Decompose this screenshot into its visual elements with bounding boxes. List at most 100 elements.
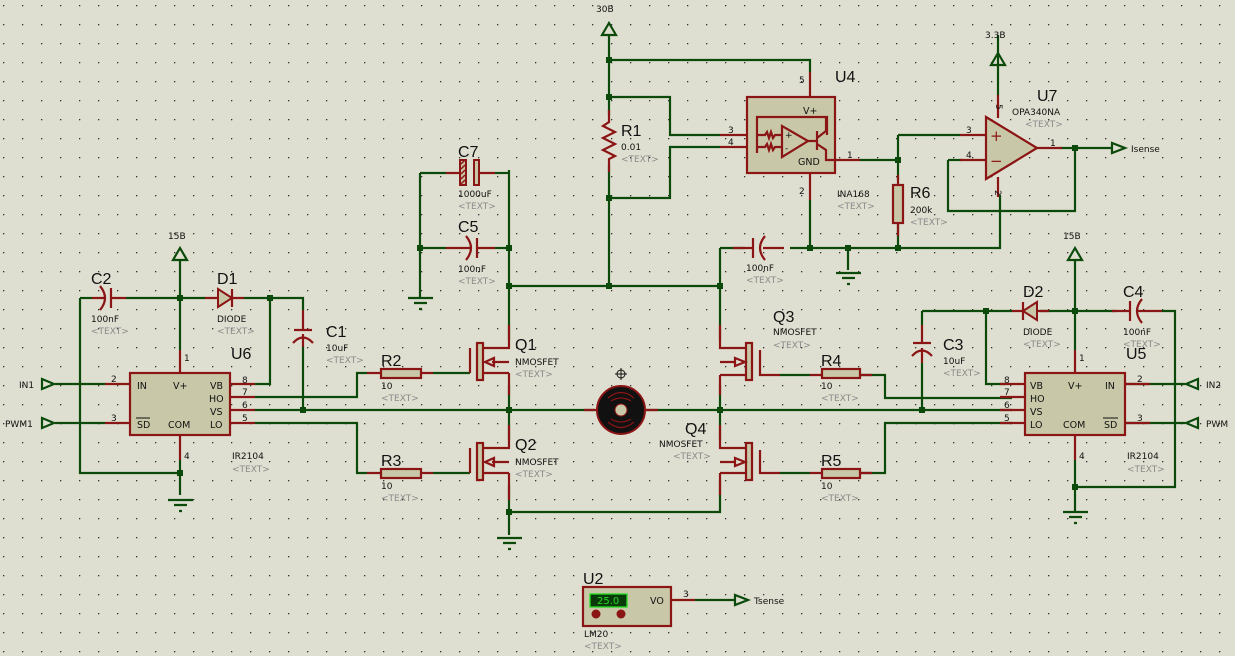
component-c4[interactable]: C4 100nF <TEXT> bbox=[1112, 284, 1162, 350]
terminal-pwm1-label: PWM1 bbox=[5, 420, 33, 430]
terminal-pwm[interactable]: PWM bbox=[1183, 416, 1228, 430]
component-u7[interactable]: + − U7 OPA340NA <TEXT> 1 2 3 4 5 bbox=[960, 88, 1063, 197]
u6-text-placeholder: <TEXT> bbox=[232, 465, 270, 475]
terminal-isense[interactable]: Isense bbox=[1110, 141, 1160, 155]
u4-pin-number: 2 bbox=[799, 187, 805, 197]
u5-text-placeholder: <TEXT> bbox=[1127, 465, 1165, 475]
terminal-tsense[interactable]: Tsense bbox=[733, 593, 785, 607]
u4-plus: + bbox=[785, 131, 793, 141]
c7-ref: C7 bbox=[458, 144, 479, 161]
u6-ref: U6 bbox=[231, 346, 252, 363]
component-c5[interactable]: C5 100nF <TEXT> bbox=[446, 219, 496, 287]
c5-ref: C5 bbox=[458, 219, 479, 236]
u7-plus: + bbox=[990, 127, 1003, 145]
u4-pin-number: 1 bbox=[847, 151, 853, 161]
component-c2[interactable]: C2 100nF <TEXT> bbox=[91, 271, 129, 337]
component-r6[interactable]: R6 200k <TEXT> bbox=[891, 175, 948, 236]
component-q4[interactable]: Q4 NMOSFET <TEXT> bbox=[659, 421, 780, 495]
r3-ref: R3 bbox=[381, 453, 402, 470]
u4-pin-gnd: GND bbox=[798, 157, 820, 168]
u4-pin-vplus: V+ bbox=[803, 106, 817, 117]
u5-pin-ho: HO bbox=[1030, 394, 1045, 405]
u6-pin-in: IN bbox=[137, 381, 147, 392]
component-u4[interactable]: + - U4 V+ GND 1 2 3 4 5 INA168 <TEXT> bbox=[720, 69, 875, 212]
u4-text-placeholder: <TEXT> bbox=[837, 202, 875, 212]
u7-ref: U7 bbox=[1037, 88, 1058, 105]
u4-pin-number: 3 bbox=[728, 126, 734, 136]
component-d1[interactable]: D1 DIODE <TEXT> bbox=[205, 271, 255, 337]
u4-pin-number: 5 bbox=[799, 76, 805, 86]
terminal-in2[interactable]: IN2 bbox=[1183, 377, 1221, 391]
u5-value: IR2104 bbox=[1127, 452, 1159, 462]
r6-text-placeholder: <TEXT> bbox=[910, 218, 948, 228]
r6-ref: R6 bbox=[910, 185, 931, 202]
component-q1[interactable]: Q1 NMOSFET <TEXT> bbox=[468, 325, 559, 395]
d2-ref: D2 bbox=[1023, 284, 1044, 301]
u5-pin-number: 7 bbox=[1004, 388, 1010, 398]
component-r1[interactable]: R1 0.01 <TEXT> bbox=[600, 110, 659, 172]
component-u6[interactable]: U6 IN V+ VB HO VS SD COM LO 1 2 3 4 5 6 … bbox=[105, 346, 270, 475]
c3-ref: C3 bbox=[943, 337, 964, 354]
d2-value: DIODE bbox=[1023, 328, 1053, 338]
u4-minus: - bbox=[785, 144, 788, 154]
u7-pin-number: 2 bbox=[992, 190, 1002, 196]
u2-value: LM20 bbox=[584, 630, 609, 640]
d2-text-placeholder: <TEXT> bbox=[1023, 340, 1061, 350]
component-c7[interactable]: C7 1000uF <TEXT> bbox=[446, 144, 496, 212]
u7-pin-number: 3 bbox=[966, 126, 972, 136]
u5-pin-number: 5 bbox=[1004, 414, 1010, 424]
component-c1[interactable]: C1 10uF <TEXT> bbox=[292, 310, 364, 366]
power-15v-left: 15В bbox=[168, 232, 189, 262]
component-r3[interactable]: R3 10 <TEXT> bbox=[367, 453, 433, 504]
c1-ref: C1 bbox=[326, 324, 347, 341]
c5-text-placeholder: <TEXT> bbox=[458, 277, 496, 287]
terminal-isense-label: Isense bbox=[1131, 145, 1160, 155]
q3-value: NMOSFET bbox=[773, 328, 817, 338]
c1-value: 10uF bbox=[326, 344, 348, 354]
component-u2[interactable]: 25.0 VO 3 U2 LM20 <TEXT> bbox=[581, 571, 695, 652]
component-d2[interactable]: D2 DIODE <TEXT> bbox=[1012, 284, 1061, 350]
u5-pin-number: 2 bbox=[1137, 375, 1143, 385]
u5-pin-sd: SD bbox=[1104, 420, 1117, 431]
u7-text-placeholder: <TEXT> bbox=[1025, 120, 1063, 130]
c-ina-text-placeholder: <TEXT> bbox=[746, 276, 784, 286]
u6-pin-vb: VB bbox=[210, 381, 223, 392]
component-q2[interactable]: Q2 NMOSFET <TEXT> bbox=[468, 425, 559, 500]
terminal-tsense-label: Tsense bbox=[753, 597, 785, 607]
c4-text-placeholder: <TEXT> bbox=[1123, 340, 1161, 350]
component-c-ina[interactable]: 100nF <TEXT> bbox=[733, 235, 784, 286]
c2-text-placeholder: <TEXT> bbox=[91, 327, 129, 337]
component-c3[interactable]: C3 10uF <TEXT> bbox=[911, 325, 981, 379]
q2-text-placeholder: <TEXT> bbox=[515, 470, 553, 480]
u7-pin-number: 5 bbox=[993, 104, 1003, 110]
c1-text-placeholder: <TEXT> bbox=[326, 356, 364, 366]
u5-pin-com: COM bbox=[1063, 420, 1085, 431]
component-r4[interactable]: R4 10 <TEXT> bbox=[810, 353, 872, 404]
c7-value: 1000uF bbox=[458, 190, 492, 200]
u6-pin-number: 7 bbox=[242, 388, 248, 398]
u4-value: INA168 bbox=[837, 190, 870, 200]
terminal-pwm1[interactable]: PWM1 bbox=[5, 416, 57, 430]
terminal-pwm-label: PWM bbox=[1206, 420, 1228, 430]
u5-pin-number: 8 bbox=[1004, 376, 1010, 386]
c2-value: 100nF bbox=[91, 315, 119, 325]
component-r5[interactable]: R5 10 <TEXT> bbox=[810, 453, 872, 504]
q2-ref: Q2 bbox=[515, 437, 536, 454]
r5-text-placeholder: <TEXT> bbox=[821, 494, 859, 504]
component-r2[interactable]: R2 10 <TEXT> bbox=[367, 353, 433, 404]
r5-value: 10 bbox=[821, 482, 833, 492]
r2-value: 10 bbox=[381, 382, 393, 392]
r4-text-placeholder: <TEXT> bbox=[821, 394, 859, 404]
c5-value: 100nF bbox=[458, 265, 486, 275]
q4-ref: Q4 bbox=[685, 421, 706, 438]
r2-ref: R2 bbox=[381, 353, 402, 370]
component-u5[interactable]: U5 VB V+ IN HO VS LO COM SD 1 2 3 4 5 6 … bbox=[1000, 346, 1165, 475]
c4-ref: C4 bbox=[1123, 284, 1144, 301]
terminal-in1[interactable]: IN1 bbox=[19, 377, 57, 391]
component-motor[interactable] bbox=[584, 368, 658, 435]
power-30v-label: 30В bbox=[596, 5, 614, 15]
u5-pin-number: 3 bbox=[1137, 414, 1143, 424]
component-q3[interactable]: Q3 NMOSFET <TEXT> bbox=[718, 309, 817, 395]
